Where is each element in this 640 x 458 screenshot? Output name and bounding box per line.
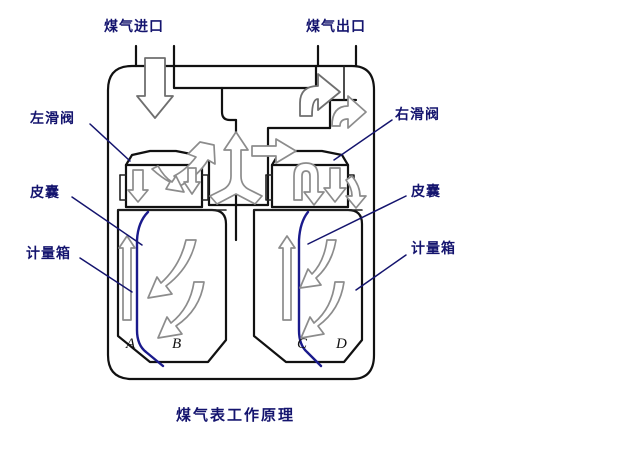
- flow-arrow-chamber-d-upper: [299, 239, 337, 289]
- label-right-diaphragm: 皮囊: [411, 184, 441, 200]
- label-right-measuring-chamber: 计量箱: [411, 241, 456, 257]
- leader-lines: [71, 119, 407, 293]
- chamber-label-c: C: [297, 336, 308, 352]
- flow-arrow-left-valve-drop: [183, 167, 201, 195]
- label-left-diaphragm: 皮囊: [30, 185, 60, 201]
- left-measuring-chamber-shell: [116, 208, 228, 364]
- flow-arrow-outlet-rise: [331, 95, 367, 129]
- gas-inlet-pipe: [134, 44, 176, 68]
- flow-arrow-outlet-up: [299, 73, 341, 117]
- gas-outlet-pipe: [316, 44, 358, 68]
- flow-arrow-left-valve-down: [127, 169, 149, 203]
- label-right-slide-valve: 右滑阀: [395, 107, 440, 123]
- right-diaphragm-membrane: [297, 210, 323, 368]
- figure-caption: 煤气表工作原理: [176, 406, 296, 424]
- flow-arrow-left-valve-curve: [151, 165, 185, 193]
- flow-arrow-chamber-b-lower: [157, 281, 205, 339]
- flow-arrow-to-right-duct: [251, 138, 297, 164]
- left-diaphragm-membrane: [135, 210, 165, 368]
- flow-arrow-chamber-a-up: [118, 235, 136, 321]
- meter-outer-casing: [106, 64, 376, 381]
- flow-arrow-chamber-c-up: [278, 235, 296, 321]
- chamber-label-b: B: [172, 336, 182, 352]
- flow-arrow-right-valve-loop: [293, 162, 325, 206]
- label-gas-outlet: 煤气出口: [306, 19, 366, 35]
- flow-arrow-right-valve-side: [345, 175, 367, 209]
- chamber-label-a: A: [126, 336, 136, 352]
- chamber-label-d: D: [336, 336, 347, 352]
- label-gas-inlet: 煤气进口: [104, 19, 164, 35]
- flow-arrow-right-valve-down: [323, 167, 347, 203]
- label-left-measuring-chamber: 计量箱: [26, 246, 71, 262]
- flow-arrow-inlet-down: [136, 57, 174, 119]
- flow-arrow-chamber-d-lower: [300, 281, 345, 339]
- label-left-slide-valve: 左滑阀: [30, 111, 75, 127]
- flow-arrow-center-merge-up: [209, 131, 263, 205]
- flow-arrow-chamber-b-upper: [147, 239, 197, 299]
